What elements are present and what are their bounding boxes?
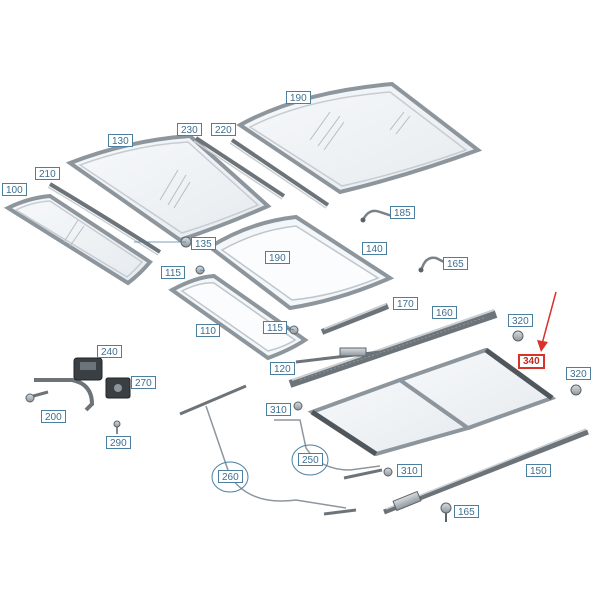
callout-label-310-lower: 310 bbox=[397, 464, 422, 477]
motor-240 bbox=[73, 357, 103, 381]
fitting-310-upper bbox=[293, 401, 303, 411]
mechanism-120 bbox=[295, 347, 381, 364]
control-unit-270 bbox=[105, 377, 131, 399]
callout-label-130: 130 bbox=[108, 134, 133, 147]
callout-label-270: 270 bbox=[131, 376, 156, 389]
callout-label-310-upper: 310 bbox=[266, 403, 291, 416]
sunshade-340 bbox=[307, 347, 557, 457]
glass-panel-100 bbox=[3, 193, 153, 286]
callout-label-100: 100 bbox=[2, 183, 27, 196]
callout-label-135: 135 bbox=[191, 237, 216, 250]
seal-strip-210 bbox=[47, 182, 162, 256]
callout-label-185: 185 bbox=[390, 206, 415, 219]
drive-bracket-200 bbox=[25, 378, 95, 412]
callout-label-220: 220 bbox=[211, 123, 236, 136]
callout-label-320-upper: 320 bbox=[508, 314, 533, 327]
fitting-310-lower bbox=[383, 467, 393, 477]
highlight-arrow bbox=[537, 291, 557, 352]
clip-320-lower bbox=[570, 384, 582, 396]
callout-label-115-top: 115 bbox=[161, 266, 185, 279]
callout-label-230: 230 bbox=[177, 123, 202, 136]
glass-panel-130 bbox=[65, 133, 272, 243]
callout-label-115-bottom: 115 bbox=[263, 321, 287, 334]
callout-label-240: 240 bbox=[97, 345, 122, 358]
callout-label-165-top: 165 bbox=[443, 257, 468, 270]
callout-ring-260 bbox=[211, 461, 249, 493]
hook-185 bbox=[360, 209, 393, 223]
callout-label-160: 160 bbox=[432, 306, 457, 319]
seal-strip-220 bbox=[229, 138, 330, 209]
screw-165-lower bbox=[440, 502, 452, 522]
clip-320-upper bbox=[512, 330, 524, 342]
callout-label-190-mid: 190 bbox=[265, 251, 290, 264]
seal-strip-230 bbox=[193, 136, 286, 200]
frame-140 bbox=[206, 214, 395, 311]
callout-label-190-top: 190 bbox=[286, 91, 311, 104]
callout-label-110: 110 bbox=[196, 324, 220, 337]
guide-rail-170 bbox=[320, 303, 390, 335]
callout-label-290: 290 bbox=[106, 436, 131, 449]
callout-label-140: 140 bbox=[362, 242, 387, 255]
callout-label-250: 250 bbox=[298, 453, 323, 466]
glass-panel-190 bbox=[236, 81, 483, 195]
callout-label-170: 170 bbox=[393, 297, 418, 310]
callout-label-120: 120 bbox=[270, 362, 295, 375]
screw-290 bbox=[113, 420, 121, 434]
callout-label-210: 210 bbox=[35, 167, 60, 180]
hook-165-upper bbox=[418, 256, 445, 273]
callout-label-260: 260 bbox=[218, 470, 243, 483]
callout-label-340-highlighted: 340 bbox=[518, 354, 545, 369]
guide-rail-150 bbox=[383, 428, 589, 515]
callout-ring-250 bbox=[291, 444, 329, 476]
callout-label-165-bottom: 165 bbox=[454, 505, 479, 518]
callout-label-150: 150 bbox=[526, 464, 551, 477]
guide-rail-160 bbox=[288, 309, 498, 388]
callout-label-320-lower: 320 bbox=[566, 367, 591, 380]
callout-label-200: 200 bbox=[41, 410, 66, 423]
